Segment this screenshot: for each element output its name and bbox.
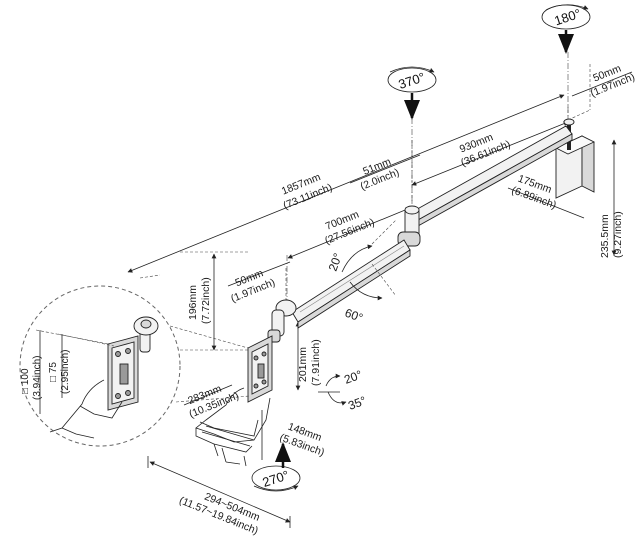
dimension-lines bbox=[127, 71, 633, 528]
head-joint bbox=[267, 299, 297, 343]
dim-mount-height-inch: (9.27inch) bbox=[612, 211, 624, 258]
dim-tilt-height-inch: (7.91inch) bbox=[310, 339, 322, 386]
detail-callout bbox=[19, 285, 251, 447]
dim-drop-height-inch: (7.72inch) bbox=[200, 277, 212, 324]
vesa-small-inch: (2.95inch) bbox=[60, 350, 71, 394]
dim-mount-height-mm: 235.5mm bbox=[599, 214, 611, 258]
vesa-small-mm: □ 75 bbox=[48, 362, 59, 382]
rotation-middle-label: 370° bbox=[397, 69, 427, 92]
rotation-badge-middle: 370° bbox=[387, 66, 437, 120]
angle-arcs bbox=[318, 219, 397, 406]
rotation-badge-top: 180° bbox=[541, 4, 591, 54]
middle-joint bbox=[397, 205, 421, 247]
angle-arm-down: 60° bbox=[343, 306, 365, 325]
angle-tilt-down: 35° bbox=[346, 393, 368, 412]
rotation-bottom-label: 270° bbox=[261, 467, 291, 490]
keyboard-tray bbox=[195, 387, 271, 467]
rotation-badge-bottom: 270° bbox=[251, 442, 301, 492]
vesa-large-inch: (3.94inch) bbox=[32, 356, 43, 400]
dim-drop-height-mm: 196mm bbox=[187, 285, 199, 320]
angle-arm-up: 20° bbox=[326, 251, 345, 273]
monitor-bracket bbox=[247, 335, 273, 403]
angle-tilt-up: 20° bbox=[342, 367, 364, 386]
rotation-top-label: 180° bbox=[552, 6, 582, 29]
lower-arm bbox=[291, 239, 411, 329]
dim-tilt-height-mm: 201mm bbox=[297, 347, 309, 382]
vesa-large-mm: □ 100 bbox=[20, 368, 31, 394]
